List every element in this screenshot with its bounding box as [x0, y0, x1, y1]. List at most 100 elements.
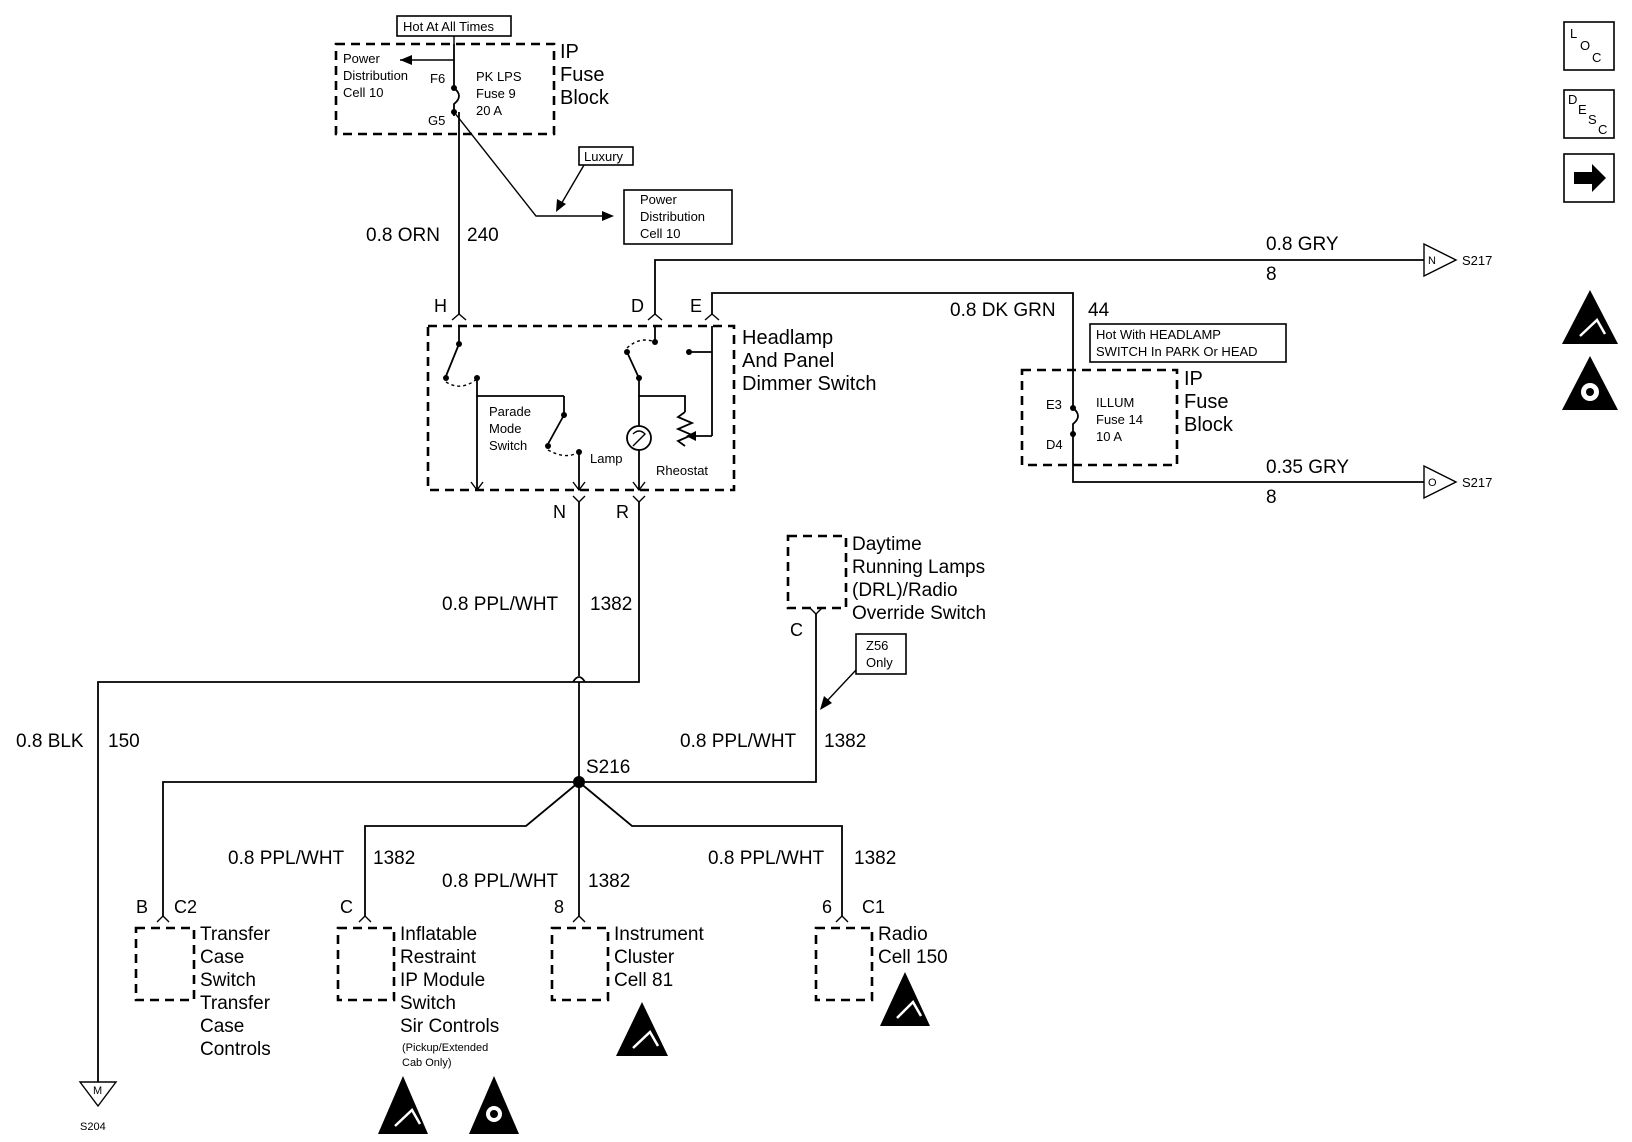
wire-dkgrn-circuit: 44: [1088, 300, 1110, 321]
airbag-warning-legend: [1562, 356, 1618, 410]
power-dist-line-3: Cell 10: [343, 85, 383, 100]
fuse-pin-g5: G5: [428, 113, 445, 128]
transfer-line-2: Case: [200, 947, 244, 968]
load-inflatable-restraint: C Inflatable Restraint IP Module Switch …: [336, 897, 519, 1134]
lamp-bulb-icon: [626, 425, 652, 451]
connector-n-label: N: [1428, 255, 1436, 267]
wire-pplwht-ir-circuit: 1382: [373, 848, 415, 869]
arrow-down-left-icon: [556, 199, 566, 212]
fuse-14-line-2: Fuse 14: [1096, 412, 1143, 427]
arrow-left-icon: [400, 55, 412, 65]
load-transfer-case: B C2 Transfer Case Switch Transfer Case …: [134, 897, 271, 1060]
restraint-line-2: Restraint: [400, 947, 477, 968]
radio-outline: [814, 926, 874, 1002]
power-dist-line-2: Distribution: [343, 68, 408, 83]
wire-pplwht-radio-gauge: 0.8 PPL/WHT: [708, 848, 825, 869]
wire-dkgrn-44: 0.8 DK GRN 44: [711, 292, 1110, 368]
radio-pin-6: 6: [822, 897, 832, 917]
splice-s217-top: S217: [1462, 253, 1492, 268]
power-dist-box-line-1: Power: [640, 192, 678, 207]
fuse-9-symbol: [453, 44, 460, 116]
fuse-14-line-1: ILLUM: [1096, 395, 1134, 410]
radio-conn-c1: C1: [862, 897, 885, 917]
splice-s216: S216 0.8 PPL/WHT 1382 0.8 PPL/WHT 1382 0…: [228, 757, 896, 916]
loc-letter-o: O: [1580, 38, 1590, 53]
arrow-down-left-icon: [820, 696, 832, 710]
transfer-line-5: Case: [200, 1016, 244, 1037]
wire-gry-top-circuit: 8: [1266, 264, 1277, 285]
luxury-label-box: [578, 146, 634, 166]
nav-next-button[interactable]: [1563, 153, 1615, 203]
restraint-note-1: (Pickup/Extended: [402, 1042, 488, 1054]
wire-pplwht-main-circuit: 1382: [590, 594, 632, 615]
drl-pin-c: C: [790, 620, 803, 640]
power-dist-box-line-3: Cell 10: [640, 226, 680, 241]
transfer-conn-c2: C2: [174, 897, 197, 917]
power-dist-box: [623, 189, 733, 245]
fuse-9-line-1: PK LPS: [476, 69, 522, 84]
headlamp-switch-outline: [426, 324, 736, 492]
splice-s217-bottom: S217: [1462, 475, 1492, 490]
fuse-pin-d4: D4: [1046, 437, 1063, 452]
transfer-line-1: Transfer: [200, 924, 271, 945]
fuse-pin-e3: E3: [1046, 397, 1062, 412]
nav-loc-button[interactable]: L O C: [1563, 21, 1615, 71]
splice-s216-label: S216: [586, 757, 630, 778]
ip-fuse-block-right-title-3: Block: [1184, 414, 1234, 436]
connector-o-label: O: [1428, 477, 1437, 489]
radio-line-2: Cell 150: [878, 947, 948, 968]
load-radio: 6 C1 Radio Cell 150: [814, 897, 948, 1026]
hot-at-all-times-label: Hot At All Times: [403, 19, 495, 34]
esd-warning-icon: [378, 1076, 428, 1134]
restraint-line-3: IP Module: [400, 970, 485, 991]
z56-note-line-2: Only: [866, 655, 893, 670]
cluster-outline: [550, 926, 610, 1002]
headlamp-switch-title-1: Headlamp: [742, 327, 833, 349]
esd-warning-icon: [1562, 290, 1618, 344]
drl-switch-outline: [786, 534, 848, 610]
connector-o-icon: [1423, 464, 1458, 500]
cluster-line-3: Cell 81: [614, 970, 673, 991]
ip-fuse-block-top-outline: [334, 42, 556, 136]
headlamp-switch-title-3: Dimmer Switch: [742, 373, 876, 395]
ip-fuse-block-right-outline: [1020, 368, 1179, 467]
parade-line-1: Parade: [489, 404, 531, 419]
wire-orn-circuit: 240: [467, 225, 499, 246]
wire-pplwht-ic-gauge: 0.8 PPL/WHT: [442, 871, 559, 892]
nav-desc-button[interactable]: D E S C: [1563, 89, 1615, 139]
esd-warning-icon: [616, 1002, 668, 1056]
loc-letter-c: C: [1592, 50, 1601, 65]
drl-title-3: (DRL)/Radio: [852, 580, 958, 601]
drl-override-switch: Daytime Running Lamps (DRL)/Radio Overri…: [162, 534, 986, 916]
ground-m-label: M: [93, 1085, 102, 1097]
wire-gry-bottom: 0.35 GRY 8 O S217: [1266, 457, 1492, 508]
ip-fuse-block-top-title-1: IP: [560, 41, 579, 63]
ip-fuse-block-right-title-2: Fuse: [1184, 391, 1228, 413]
wire-blk-gauge: 0.8 BLK: [16, 731, 84, 752]
wire-blk-circuit: 150: [108, 731, 140, 752]
restraint-outline: [336, 926, 396, 1002]
wire-orn-gauge: 0.8 ORN: [366, 225, 440, 246]
headlamp-switch-title-2: And Panel: [742, 350, 834, 372]
drl-title-4: Override Switch: [852, 603, 986, 624]
ip-fuse-block-top-title-2: Fuse: [560, 64, 604, 86]
fuse-9-line-3: 20 A: [476, 103, 502, 118]
radio-line-1: Radio: [878, 924, 928, 945]
ground-m-icon: [78, 1081, 118, 1108]
rheostat-label: Rheostat: [656, 463, 708, 478]
transfer-line-6: Controls: [200, 1039, 271, 1060]
switch-pin-d: D: [631, 296, 644, 316]
fuse-pin-f6: F6: [430, 71, 445, 86]
wire-pplwht-drl-gauge: 0.8 PPL/WHT: [680, 731, 797, 752]
ip-fuse-block-top: Hot At All Times Power Distribution Cell…: [334, 15, 610, 136]
lamp-label: Lamp: [590, 451, 623, 466]
headlamp-dimmer-switch: H D E Parade Mode Switch Lamp: [426, 296, 876, 522]
transfer-pin-b: B: [136, 897, 148, 917]
hot-with-headlamp-line-1: Hot With HEADLAMP: [1096, 327, 1221, 342]
arrow-right-icon: [1574, 164, 1606, 192]
restraint-note-2: Cab Only): [402, 1057, 452, 1069]
esd-warning-icon: [880, 972, 930, 1026]
wire-pplwht-ic-circuit: 1382: [588, 871, 630, 892]
switch-pin-h: H: [434, 296, 447, 316]
desc-letter-d: D: [1568, 92, 1577, 107]
